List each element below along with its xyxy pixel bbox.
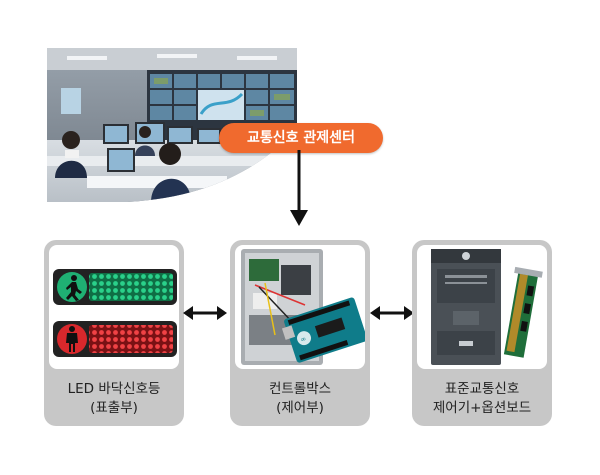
svg-text:∞: ∞ (299, 335, 307, 344)
standard-signal-controller-box: 표준교통신호 제어기+옵션보드 (412, 240, 552, 426)
pedestrian-walking-icon (66, 275, 82, 301)
std-caption-line2: 제어기+옵션보드 (432, 400, 532, 416)
led-floor-signal-caption: LED 바닥신호등 (표출부) (44, 372, 184, 426)
signal-controller-image (417, 245, 547, 369)
control-box-caption: 컨트롤박스 (제어부) (230, 372, 370, 426)
ctrl-caption-line2: (제어부) (276, 400, 324, 416)
ctrl-caption-line1: 컨트롤박스 (268, 381, 332, 397)
down-arrow-icon (290, 150, 308, 226)
control-box: ∞ 컨트롤박스 (제어부) (230, 240, 370, 426)
led-floor-signal-image (49, 245, 179, 369)
led-caption-line1: LED 바닥신호등 (67, 381, 161, 397)
signal-controller-caption: 표준교통신호 제어기+옵션보드 (412, 372, 552, 426)
std-caption-line1: 표준교통신호 (444, 381, 520, 397)
led-floor-signal-box: LED 바닥신호등 (표출부) (44, 240, 184, 426)
control-box-image: ∞ (235, 245, 365, 369)
pedestrian-standing-icon (66, 326, 78, 352)
led-caption-line2: (표출부) (90, 400, 138, 416)
bidirectional-arrow-icon (370, 306, 414, 320)
bidirectional-arrow-icon (183, 306, 227, 320)
control-center-label: 교통신호 관제센터 (219, 123, 383, 153)
